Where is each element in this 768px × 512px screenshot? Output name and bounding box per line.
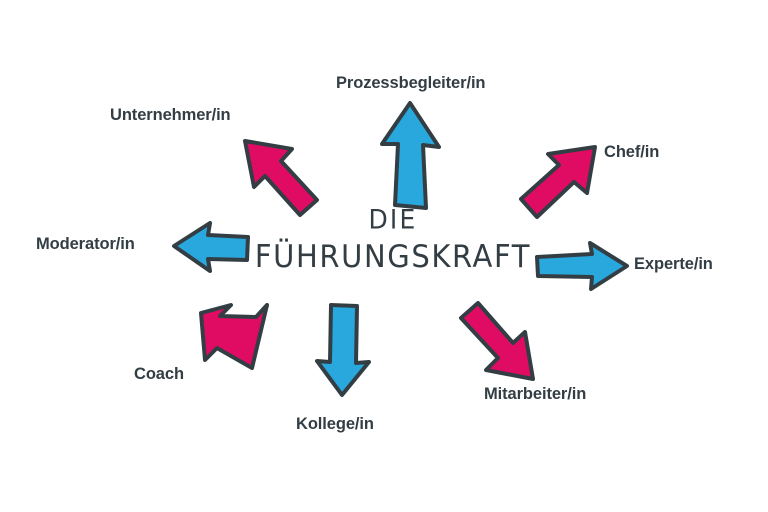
label-chef: Chef/in — [604, 143, 660, 161]
label-moderator: Moderator/in — [36, 235, 135, 253]
arrow-right-icon — [534, 240, 630, 292]
center-title-line1: DIE — [368, 203, 418, 235]
arrow-up-left-icon — [241, 136, 321, 218]
arrow-up-icon — [376, 100, 442, 212]
label-coach: Coach — [134, 365, 184, 383]
label-experte: Experte/in — [634, 255, 713, 273]
arrow-down-icon — [314, 302, 372, 398]
label-mitarbeiter: Mitarbeiter/in — [484, 385, 587, 403]
center-title-line2: FÜHRUNGSKRAFT — [254, 238, 532, 275]
label-prozessbegleiter: Prozessbegleiter/in — [336, 74, 486, 92]
arrow-up-right-icon — [516, 143, 600, 221]
label-unternehmer: Unternehmer/in — [110, 106, 231, 124]
arrow-left-icon — [170, 218, 252, 276]
arrow-down-left-icon — [196, 300, 272, 372]
label-kollege: Kollege/in — [296, 415, 374, 433]
center-title: DIE FÜHRUNGSKRAFT — [248, 201, 538, 274]
arrow-down-right-icon — [456, 300, 538, 384]
